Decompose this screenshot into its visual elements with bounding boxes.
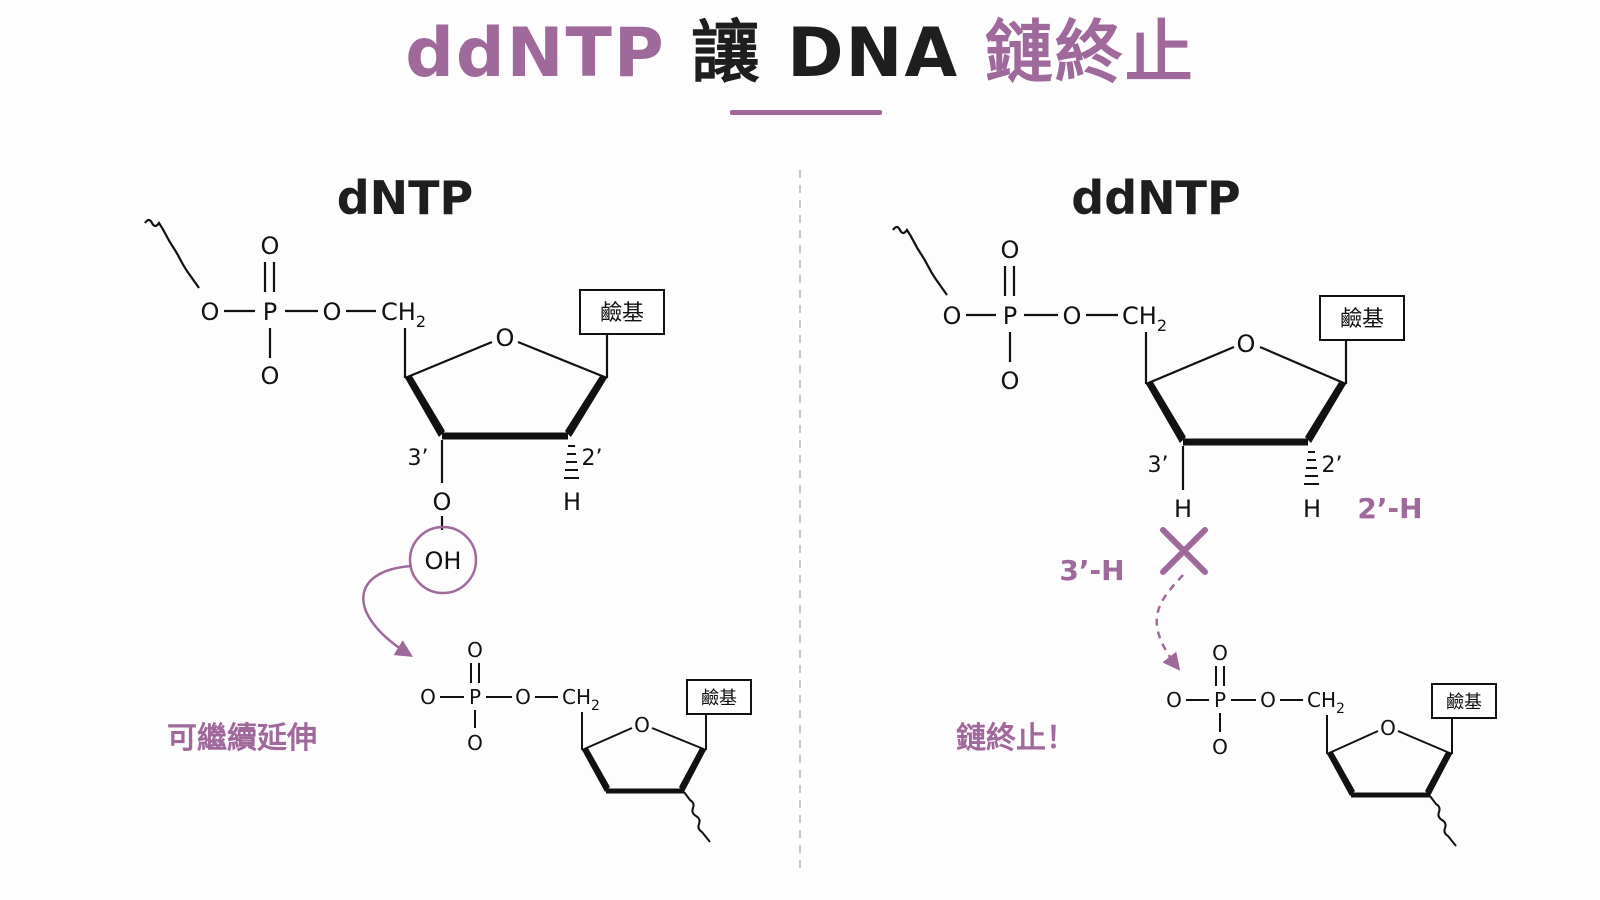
- heading-ddntp: ddNTP: [1071, 171, 1240, 225]
- prime-2-label-dd: 2’: [1322, 453, 1343, 478]
- oxygen-3prime: O: [433, 488, 452, 516]
- panel-dntp: dNTP O P O O O CH2 O 鹼基 3’ 2’: [144, 171, 752, 843]
- svg-text:P: P: [1214, 688, 1226, 712]
- phosphorus-dd: P: [1003, 302, 1017, 330]
- backbone-wave-top-left: [144, 218, 200, 289]
- prime-2-label: 2’: [582, 446, 603, 471]
- base-label: 鹼基: [600, 301, 644, 326]
- svg-text:O: O: [420, 685, 436, 709]
- h-2prime: H: [563, 488, 581, 516]
- blocked-arrow: [1155, 574, 1184, 671]
- prime-3-label: 3’: [408, 446, 429, 471]
- panel-ddntp: ddNTP O P O O O CH2 O 鹼基 3’ 2’ H: [892, 171, 1497, 847]
- oxygen-left: O: [201, 298, 220, 326]
- next-nucleotide-left: O P O O O CH2 O 鹼基: [420, 638, 752, 843]
- svg-text:O: O: [467, 638, 483, 662]
- title-rang: 讓: [691, 14, 762, 93]
- oxygen-bottom: O: [261, 362, 280, 390]
- svg-text:O: O: [1260, 688, 1276, 712]
- oxygen-bottom-dd: O: [1001, 367, 1020, 395]
- oxygen-bridge: O: [323, 298, 342, 326]
- base-box: [579, 289, 665, 335]
- base-box-dd: [1319, 295, 1405, 341]
- svg-text:O: O: [1380, 716, 1396, 740]
- svg-text:O: O: [515, 685, 531, 709]
- svg-text:O: O: [634, 713, 650, 737]
- prime-3-label-dd: 3’: [1148, 453, 1169, 478]
- h-3prime: H: [1174, 495, 1192, 523]
- hash-bond-2prime-dd: [1304, 451, 1319, 485]
- ch2-group-dd: CH2: [1122, 302, 1167, 335]
- ring-wedge-c1-c2: [565, 376, 607, 437]
- svg-text:鹼基: 鹼基: [701, 688, 737, 709]
- ring-oxygen: O: [496, 324, 515, 352]
- oxygen-top: O: [261, 232, 280, 260]
- oh-group: OH: [425, 547, 462, 575]
- svg-text:O: O: [1166, 688, 1182, 712]
- extension-arrow: [362, 564, 413, 657]
- label-3prime-h: 3’-H: [1059, 554, 1124, 587]
- oxygen-left-dd: O: [943, 302, 962, 330]
- svg-text:鹼基: 鹼基: [1446, 692, 1482, 713]
- hash-bond-2prime: [564, 445, 579, 479]
- svg-text:CH2: CH2: [1307, 688, 1345, 717]
- ring-oxygen-dd: O: [1237, 330, 1256, 358]
- next-nucleotide-right: O P O O O CH2 O 鹼基: [1166, 641, 1497, 847]
- label-2prime-h: 2’-H: [1357, 492, 1422, 525]
- svg-text:CH2: CH2: [562, 685, 600, 714]
- svg-text:P: P: [469, 685, 481, 709]
- ch2-group: CH2: [381, 298, 426, 331]
- ring-bond-o-c1: [517, 340, 608, 380]
- caption-chain-terminated: 鏈終止！: [956, 721, 1076, 756]
- block-x-icon: [1160, 527, 1208, 575]
- ring-bond-c4-o: [404, 340, 493, 380]
- heading-dntp: dNTP: [337, 171, 474, 225]
- phosphorus: P: [263, 298, 277, 326]
- svg-text:O: O: [1212, 641, 1228, 665]
- oh-highlight-circle: [408, 525, 478, 595]
- title-chain-termination: 鏈終止: [984, 14, 1195, 93]
- caption-can-extend: 可繼續延伸: [167, 721, 317, 756]
- title-underline: [730, 110, 882, 115]
- title-ddntp: ddNTP: [405, 14, 666, 93]
- svg-text:O: O: [467, 731, 483, 755]
- title-dna: DNA: [787, 14, 960, 93]
- ring-wedge-c4-c3: [405, 376, 445, 437]
- svg-text:O: O: [1212, 735, 1228, 759]
- base-label-dd: 鹼基: [1340, 307, 1384, 332]
- oxygen-bridge-dd: O: [1063, 302, 1082, 330]
- oxygen-top-dd: O: [1001, 236, 1020, 264]
- backbone-wave-top-right: [892, 225, 948, 296]
- h-2prime-dd: H: [1303, 495, 1321, 523]
- page-title: ddNTP 讓 DNA 鏈終止: [0, 14, 1600, 94]
